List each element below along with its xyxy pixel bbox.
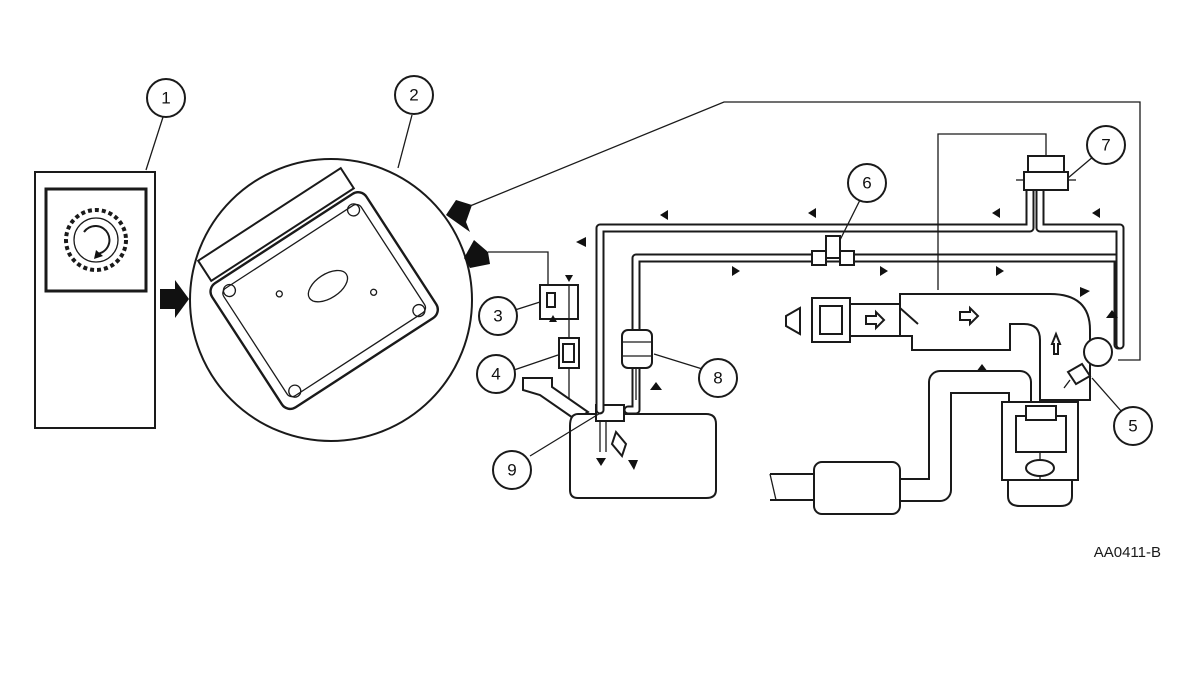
svg-text:9: 9 <box>507 461 516 480</box>
air-intake-assembly <box>785 293 1091 401</box>
callout-7: 7 <box>1086 125 1126 165</box>
callout-4: 4 <box>476 354 516 394</box>
exhaust-system <box>769 370 1032 515</box>
fuel-vapor-hoses <box>595 133 1125 415</box>
callout-leaders <box>145 113 1123 457</box>
svg-text:2: 2 <box>409 86 418 105</box>
svg-text:6: 6 <box>862 174 871 193</box>
callout-3: 3 <box>478 296 518 336</box>
svg-text:8: 8 <box>713 369 722 388</box>
callout-9: 9 <box>492 450 532 490</box>
callout-1: 1 <box>146 78 186 118</box>
svg-text:4: 4 <box>491 365 500 384</box>
pcm-signal-wire <box>469 101 1141 361</box>
diagram-code-label: AA0411-B <box>1093 544 1161 561</box>
svg-text:5: 5 <box>1128 417 1137 436</box>
solenoid-control-wire <box>488 251 549 285</box>
engine-block <box>1001 401 1079 507</box>
instrument-cluster-panel <box>34 171 156 429</box>
callout-5: 5 <box>1113 406 1153 446</box>
svg-text:7: 7 <box>1101 136 1110 155</box>
svg-text:3: 3 <box>493 307 502 326</box>
evap-purge-switch <box>558 337 580 398</box>
svg-text:1: 1 <box>161 89 170 108</box>
callout-8: 8 <box>698 358 738 398</box>
callout-6: 6 <box>847 163 887 203</box>
pcm-output-arrow-lower <box>464 240 490 268</box>
signal-arrow-1-to-2 <box>160 280 189 318</box>
powertrain-control-module <box>189 158 473 442</box>
callout-2: 2 <box>394 75 434 115</box>
pcm-output-arrow-upper <box>446 200 472 232</box>
carbon-canister <box>621 329 653 400</box>
vapor-management-valve <box>539 275 579 338</box>
oxygen-sensor <box>1063 337 1113 389</box>
purge-tee-fitting <box>811 235 855 266</box>
fuel-tank <box>569 404 717 499</box>
purge-valve <box>1016 155 1076 191</box>
